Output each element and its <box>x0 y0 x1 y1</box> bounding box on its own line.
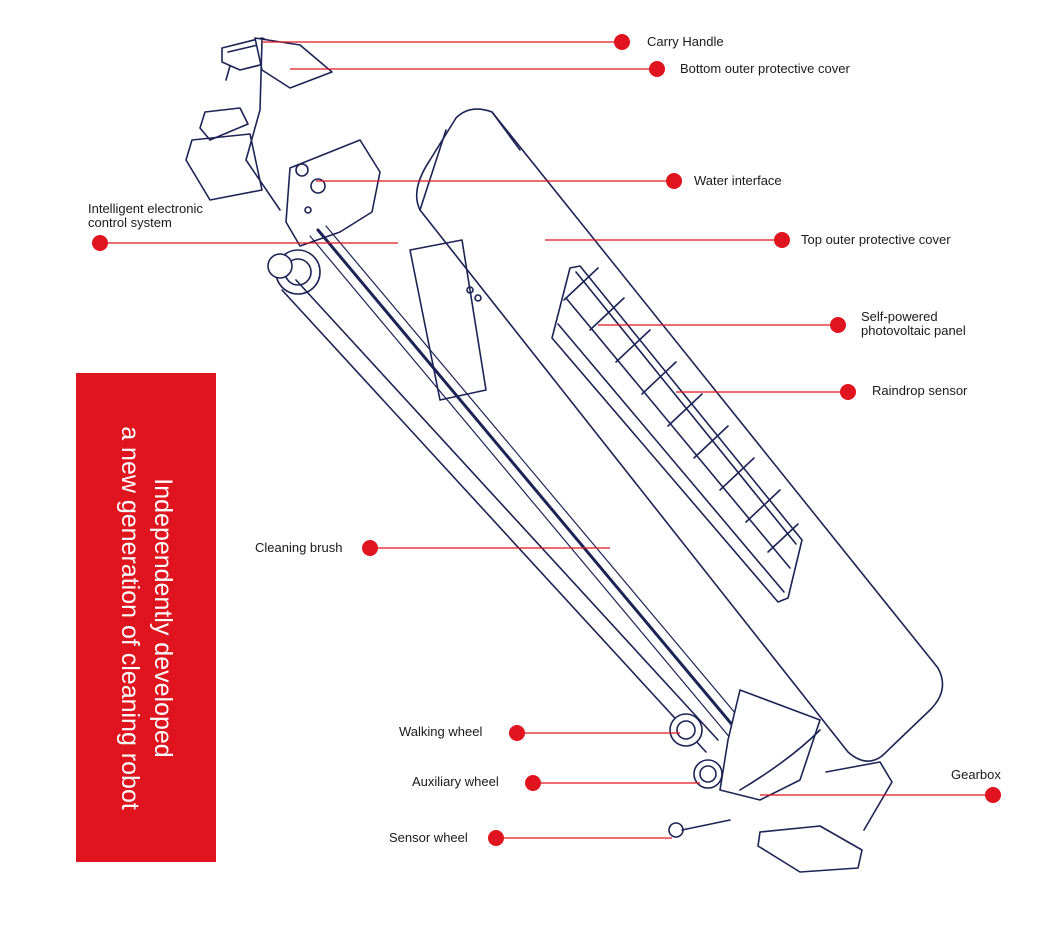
dot-carry-handle <box>614 34 630 50</box>
dot-raindrop-sensor <box>840 384 856 400</box>
lower-end-assembly <box>668 689 893 873</box>
label-control-system: Intelligent electronic control system <box>88 201 203 230</box>
dot-bottom-cover <box>649 61 665 77</box>
upper-wheels <box>267 249 321 295</box>
label-gearbox: Gearbox <box>951 767 1001 782</box>
dot-control-system <box>92 235 108 251</box>
bottom-cover-part <box>185 37 333 211</box>
label-raindrop-sensor: Raindrop sensor <box>872 383 968 398</box>
dot-water-interface <box>666 173 682 189</box>
tagline-banner: Independently developed a new generation… <box>76 373 216 862</box>
label-cleaning-brush: Cleaning brush <box>255 540 343 555</box>
cleaning-brush-part <box>281 225 779 777</box>
dot-walking-wheel <box>509 725 525 741</box>
dot-cleaning-brush <box>362 540 378 556</box>
label-carry-handle: Carry Handle <box>647 34 724 49</box>
robot-line-art <box>185 37 944 873</box>
label-bottom-cover: Bottom outer protective cover <box>680 61 850 76</box>
leader-lines <box>100 41 993 839</box>
callout-dots <box>92 34 1001 846</box>
label-water-interface: Water interface <box>694 173 782 188</box>
dot-top-cover <box>774 232 790 248</box>
label-auxiliary-wheel: Auxiliary wheel <box>412 774 499 789</box>
label-pv-panel: Self-powered photovoltaic panel <box>861 309 966 338</box>
tagline-text: Independently developed a new generation… <box>116 425 177 810</box>
dot-gearbox <box>985 787 1001 803</box>
dot-pv-panel <box>830 317 846 333</box>
dot-sensor-wheel <box>488 830 504 846</box>
label-sensor-wheel: Sensor wheel <box>389 830 468 845</box>
dot-auxiliary-wheel <box>525 775 541 791</box>
label-top-cover: Top outer protective cover <box>801 232 951 247</box>
pv-panel-part <box>551 265 803 603</box>
label-walking-wheel: Walking wheel <box>399 724 483 739</box>
upper-end-bracket <box>285 139 381 247</box>
